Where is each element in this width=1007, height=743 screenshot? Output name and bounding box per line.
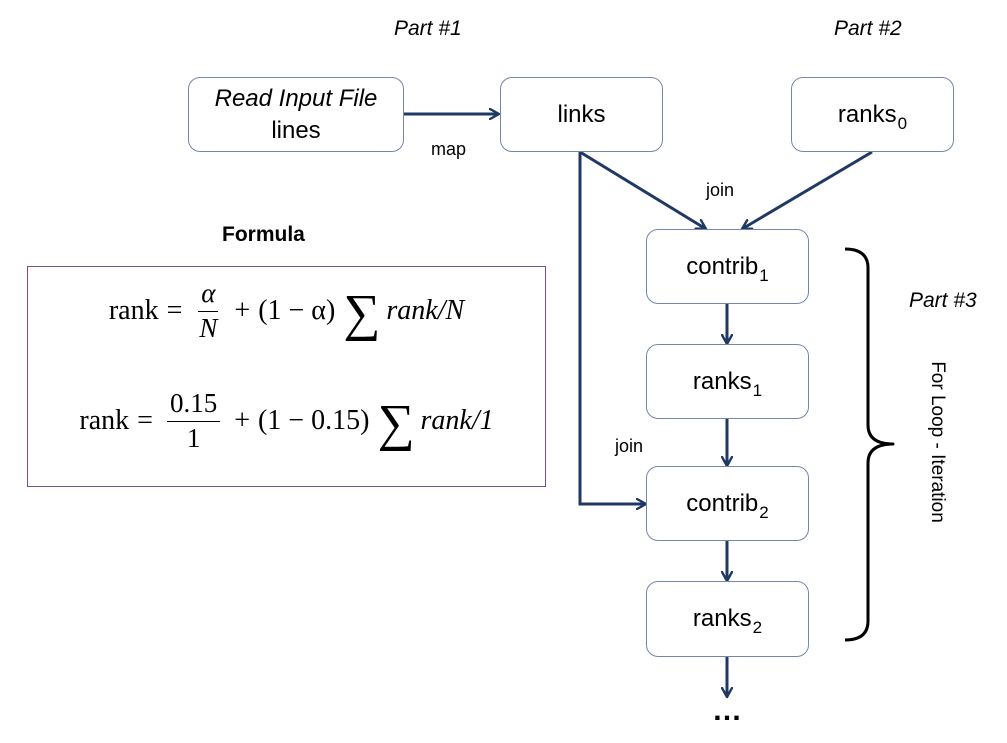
part-2-label: Part #2 bbox=[834, 17, 902, 40]
formula-title: Formula bbox=[222, 223, 305, 246]
links-node: links bbox=[500, 77, 663, 152]
ranks2-subscript: 2 bbox=[752, 618, 763, 638]
read-input-title: Read Input File bbox=[214, 85, 378, 113]
eq2-sum-symbol: ∑ bbox=[377, 395, 415, 453]
eq1-fraction: α N bbox=[196, 278, 220, 343]
eq1-sum-symbol: ∑ bbox=[343, 285, 381, 343]
part-1-label: Part #1 bbox=[394, 17, 462, 40]
ranks0-node: ranks0 bbox=[791, 77, 954, 152]
join-edge-label-middle: join bbox=[615, 436, 644, 456]
eq1-numerator: α bbox=[198, 278, 219, 312]
eq2-paren-term: (1 − 0.15) bbox=[257, 405, 370, 437]
eq1-rank-variable: rank bbox=[386, 295, 438, 327]
eq2-plus: + bbox=[234, 405, 250, 437]
eq2-lhs: rank bbox=[79, 405, 130, 437]
read-input-subtitle: lines bbox=[271, 116, 321, 144]
eq1-lhs: rank bbox=[108, 295, 159, 327]
ranks0-subscript: 0 bbox=[897, 113, 908, 133]
ranks1-node: ranks1 bbox=[646, 344, 809, 419]
edge-links-to-contrib2 bbox=[578, 152, 646, 504]
formula-equation-general: rank = α N + (1 − α) ∑ rank /N bbox=[28, 278, 545, 343]
ranks2-label: ranks bbox=[692, 605, 752, 633]
eq1-equals: = bbox=[166, 295, 183, 327]
eq2-rank-variable: rank bbox=[420, 405, 472, 437]
eq2-denominator: 1 bbox=[186, 422, 201, 453]
eq2-equals: = bbox=[137, 405, 153, 437]
eq1-divisor: /N bbox=[437, 295, 465, 327]
eq1-paren-term: (1 − α) bbox=[258, 295, 336, 327]
part-3-label: Part #3 bbox=[909, 289, 977, 312]
continuation-ellipsis: … bbox=[712, 694, 743, 727]
contrib2-label: contrib bbox=[686, 489, 759, 517]
contrib2-node: contrib2 bbox=[646, 466, 809, 541]
eq2-fraction: 0.15 1 bbox=[166, 388, 221, 453]
ranks1-label: ranks bbox=[692, 367, 752, 395]
ranks1-subscript: 1 bbox=[752, 380, 763, 400]
eq2-divisor: /1 bbox=[471, 405, 494, 437]
contrib2-subscript: 2 bbox=[759, 502, 769, 522]
read-input-node: Read Input File lines bbox=[188, 77, 404, 152]
ranks0-label: ranks bbox=[837, 100, 897, 128]
formula-box: rank = α N + (1 − α) ∑ rank /N rank = 0.… bbox=[27, 266, 546, 487]
contrib1-label: contrib bbox=[686, 252, 759, 280]
formula-equation-example: rank = 0.15 1 + (1 − 0.15) ∑ rank /1 bbox=[28, 388, 545, 453]
contrib1-node: contrib1 bbox=[646, 229, 809, 304]
join-edge-label-top: join bbox=[706, 180, 735, 200]
contrib1-subscript: 1 bbox=[759, 265, 769, 285]
ranks2-node: ranks2 bbox=[646, 581, 809, 657]
loop-brace bbox=[844, 247, 895, 642]
loop-iteration-label: For Loop - Iteration bbox=[927, 361, 948, 523]
edge-links-to-contrib1 bbox=[579, 150, 706, 231]
map-edge-label: map bbox=[431, 139, 467, 159]
eq1-denominator: N bbox=[199, 312, 218, 343]
links-label: links bbox=[557, 100, 606, 128]
eq1-plus: + bbox=[234, 295, 251, 327]
edge-ranks0-to-contrib1 bbox=[742, 150, 873, 231]
eq2-numerator: 0.15 bbox=[166, 388, 221, 422]
